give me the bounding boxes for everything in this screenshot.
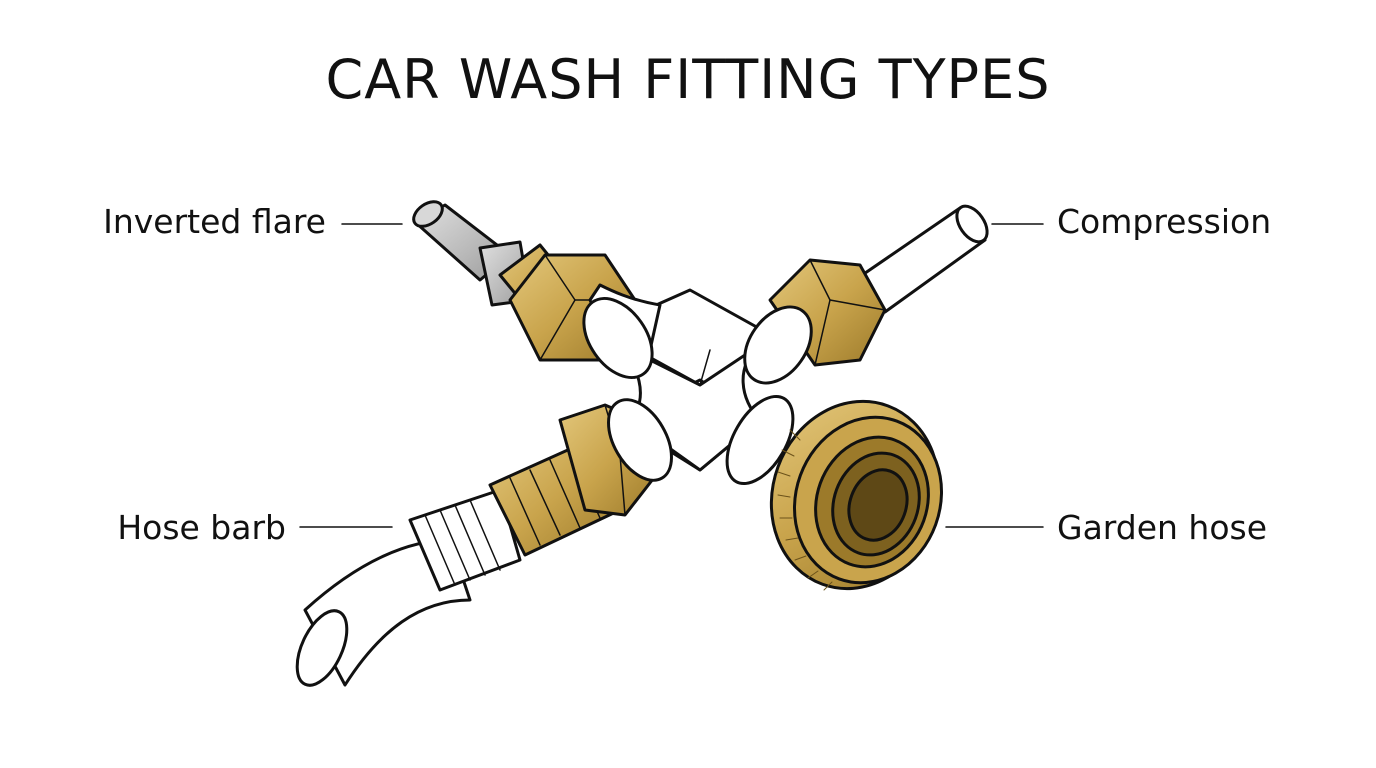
inverted-flare-fitting <box>412 200 662 379</box>
garden-hose-fitting <box>725 394 944 591</box>
compression-fitting <box>743 204 989 385</box>
label-compression: Compression <box>1057 202 1272 241</box>
hose-barb-fitting <box>295 398 673 687</box>
label-hose-barb: Hose barb <box>117 508 286 547</box>
label-garden-hose: Garden hose <box>1057 508 1268 547</box>
knurl-lines <box>777 429 833 591</box>
leader-lines <box>299 223 1044 528</box>
label-inverted-flare: Inverted flare <box>103 202 326 241</box>
diagram-title: CAR WASH FITTING TYPES <box>325 48 1051 111</box>
